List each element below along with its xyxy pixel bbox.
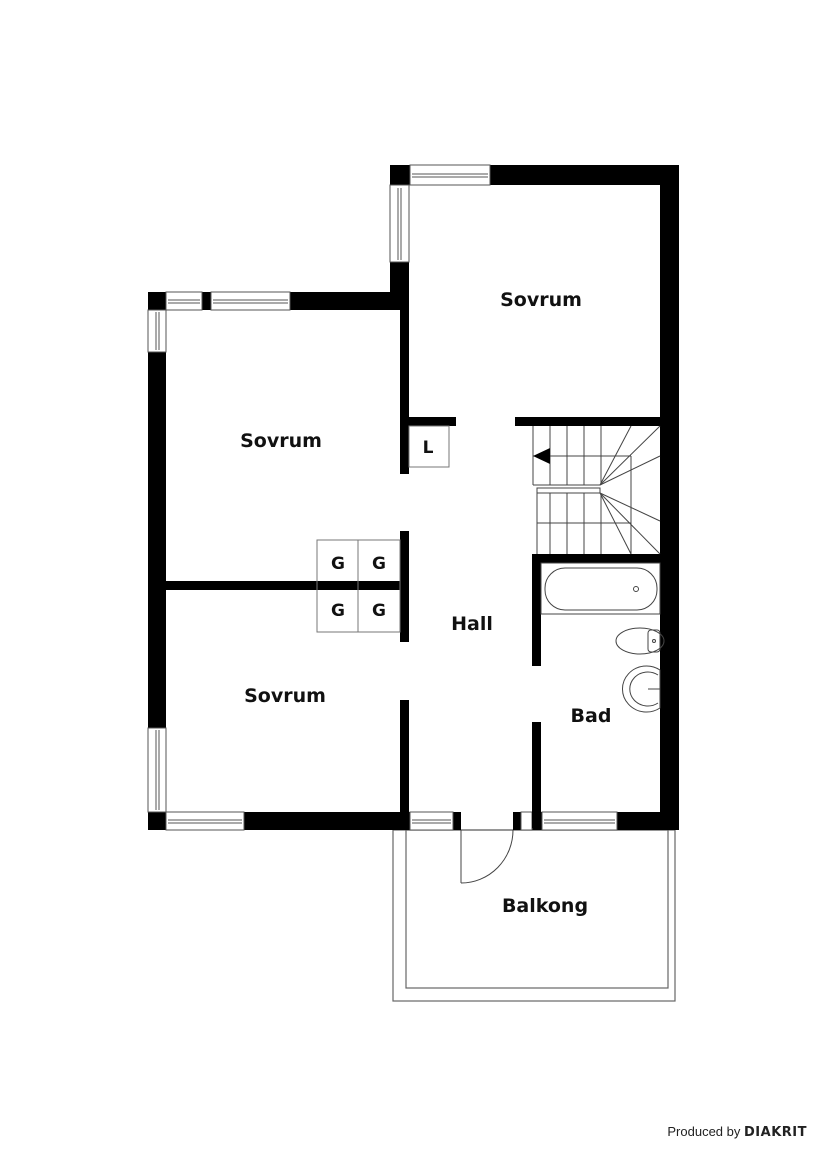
wardrobes xyxy=(316,539,401,633)
producer-credit: Produced by DIAKRIT xyxy=(667,1124,807,1140)
room-label-sovrum-3: Sovrum xyxy=(244,685,326,707)
exterior-walls xyxy=(148,165,679,830)
credit-prefix: Produced by xyxy=(667,1124,741,1139)
room-label-hall: Hall xyxy=(451,613,493,635)
sink xyxy=(621,665,661,713)
room-label-bad: Bad xyxy=(571,705,612,727)
stair-direction-arrow-icon xyxy=(533,448,550,464)
linen-closet-label: L xyxy=(423,438,434,458)
wardrobe-label: G xyxy=(331,554,345,574)
wardrobe-label: G xyxy=(372,554,386,574)
room-label-balkong: Balkong xyxy=(502,895,588,917)
staircase xyxy=(532,425,661,555)
balcony-door xyxy=(460,829,514,884)
toilet xyxy=(615,627,665,655)
interior-walls xyxy=(166,300,662,828)
windows xyxy=(147,164,618,831)
wardrobe-label: G xyxy=(331,601,345,621)
linen-closet: L xyxy=(408,425,450,468)
room-label-sovrum-1: Sovrum xyxy=(500,289,582,311)
bathtub xyxy=(540,562,661,615)
room-label-sovrum-2: Sovrum xyxy=(240,430,322,452)
wardrobe-label: G xyxy=(372,601,386,621)
brand-logo: DIAKRIT xyxy=(744,1125,807,1140)
